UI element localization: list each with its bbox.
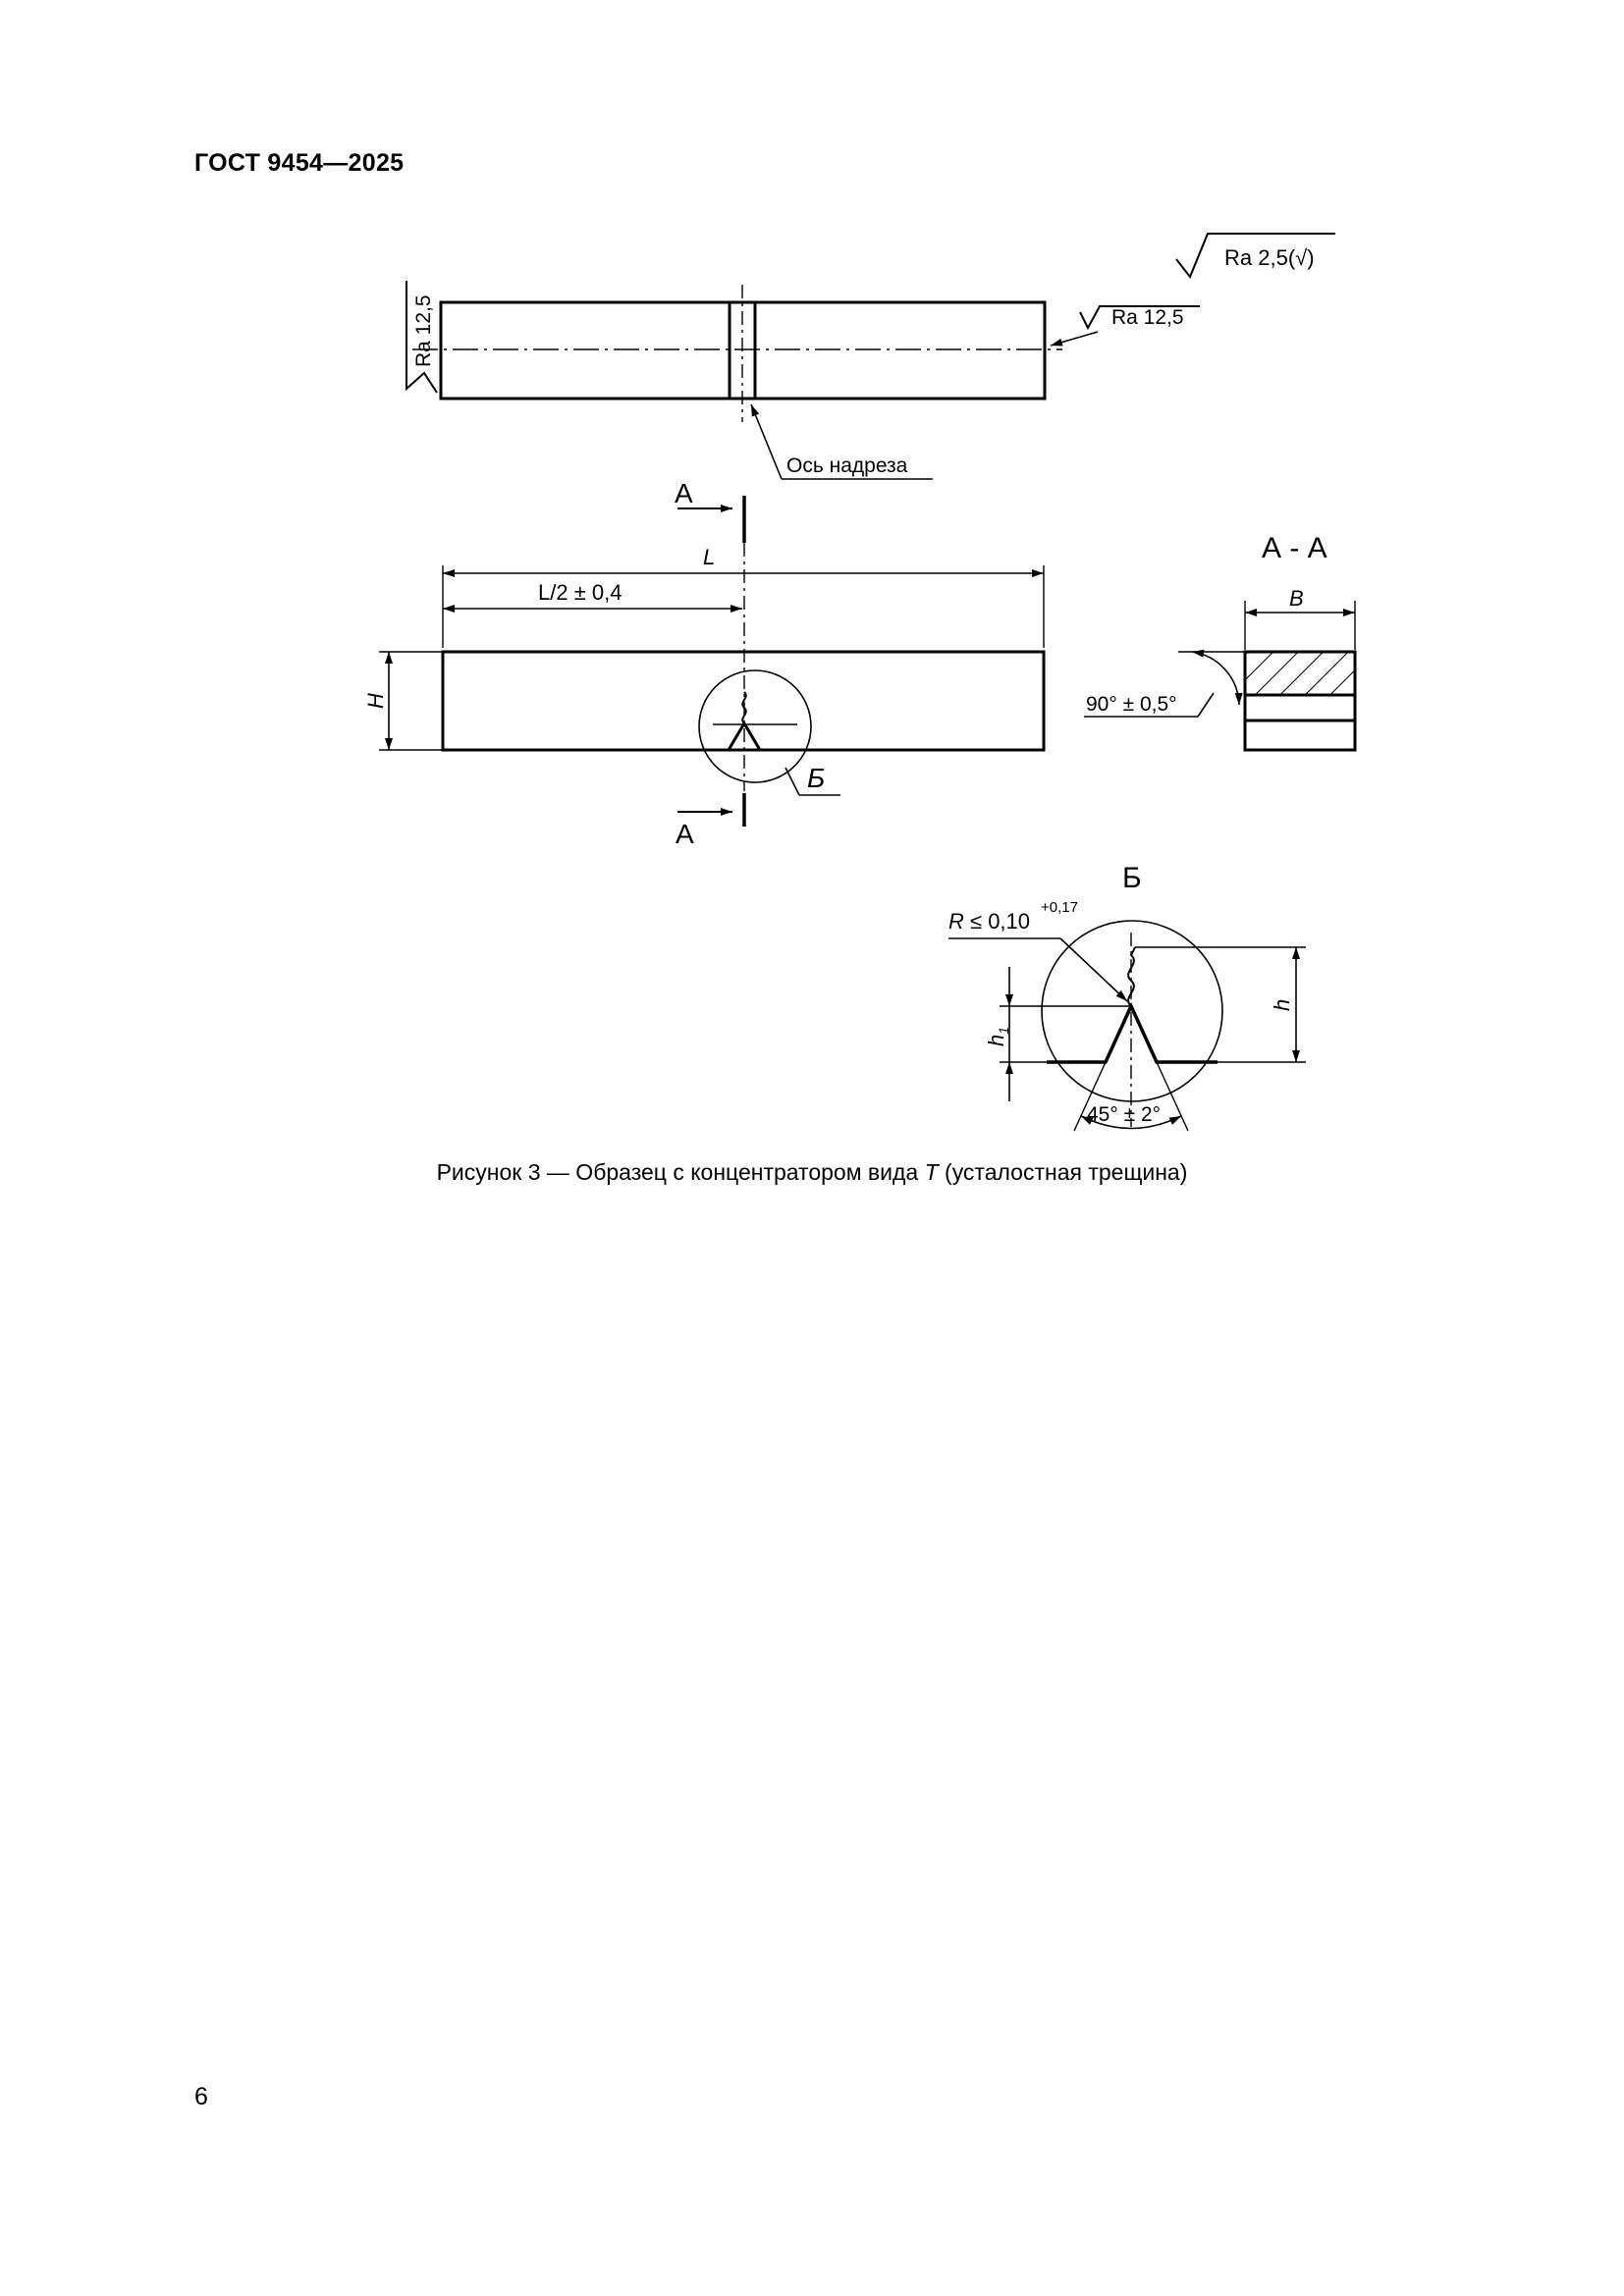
section-title: А - А [1262,532,1327,564]
front-view: А L L/2 ± 0,4 H Б А [363,478,1046,849]
section-body [1243,650,1357,752]
detail-view: Б R ≤ 0,10 +0,17 h1 h 45° ± 2° [948,862,1306,1132]
section-mark-bottom: А [676,819,694,849]
specimen-front-body [441,650,1046,752]
detail-mark: Б [807,763,825,793]
angle-notch-label: 45° ± 2° [1087,1103,1161,1126]
dim-length-label: L [703,545,715,569]
detail-circle [698,669,812,783]
figure-caption: Рисунок 3 — Образец с концентратором вид… [436,1159,1188,1185]
radius-tolerance: +0,17 [1041,899,1078,916]
dim-half-length-label: L/2 ± 0,4 [538,580,622,605]
detail-title: Б [1122,862,1142,894]
roughness-side-label: Ra 12,5 [412,294,435,367]
angle-side-label: 90° ± 0,5° [1086,693,1177,716]
roughness-side-icon [406,281,438,394]
notch-axis-label: Ось надреза [786,454,908,477]
document-header: ГОСТ 9454—2025 [194,149,405,177]
radius-label: R ≤ 0,10 [948,909,1030,934]
dim-height-label: H [363,693,388,709]
top-view: Ra 2,5(√) Ra 12,5 Ra 12,5 Ось надреза [406,233,1335,480]
detail-large-circle [1041,920,1223,1102]
section-mark-top: А [675,478,693,508]
roughness-general-label: Ra 2,5(√) [1224,245,1315,270]
roughness-end-label: Ra 12,5 [1111,306,1184,329]
roughness-end-icon [1079,305,1200,331]
notch-profile [1047,1001,1218,1064]
section-view: А - А B 90° ± 0,5° [1084,532,1357,752]
fatigue-crack-icon [741,691,747,724]
roughness-general-icon [1175,233,1335,279]
dim-width-label: B [1289,586,1304,611]
page-number: 6 [194,2083,208,2110]
dim-h-label: h [1270,999,1294,1011]
dim-h1-label: h1 [984,1027,1011,1046]
